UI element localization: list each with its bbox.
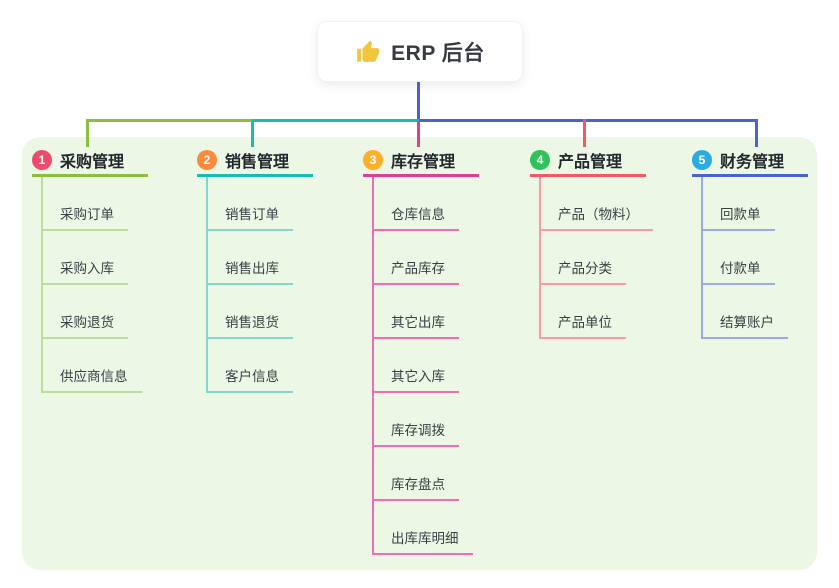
branch-inventory-management: 3 库存管理 仓库信息 产品库存 其它出库 其它入库 库存调拨 库存盘点 出库库… [363, 149, 479, 555]
node-label: 产品库存 [374, 257, 459, 285]
branch-finance-management: 5 财务管理 回款单 付款单 结算账户 [692, 149, 808, 339]
branch-product-management: 4 产品管理 产品（物料） 产品分类 产品单位 [530, 149, 653, 339]
node-customer-info[interactable]: 客户信息 [208, 339, 313, 393]
branch-purchase-management: 1 采购管理 采购订单 采购入库 采购退货 供应商信息 [32, 149, 148, 393]
node-stock-transfer[interactable]: 库存调拨 [374, 393, 479, 447]
branch-header-purchase[interactable]: 1 采购管理 [32, 149, 148, 177]
branch-number-badge: 3 [363, 149, 383, 170]
node-label: 付款单 [703, 257, 775, 285]
branch-number-badge: 4 [530, 149, 550, 170]
thumbs-up-icon [357, 40, 380, 62]
node-receipt-bill[interactable]: 回款单 [703, 177, 808, 231]
branch-items: 仓库信息 产品库存 其它出库 其它入库 库存调拨 库存盘点 出库库明细 [372, 177, 479, 555]
node-label: 销售退货 [208, 311, 293, 339]
node-label: 产品分类 [541, 257, 626, 285]
node-product-stock[interactable]: 产品库存 [374, 231, 479, 285]
branch-number-badge: 5 [692, 149, 712, 170]
node-label: 产品单位 [541, 311, 626, 339]
node-label: 仓库信息 [374, 203, 459, 231]
node-label: 库存调拨 [374, 419, 459, 447]
node-label: 采购订单 [43, 203, 128, 231]
node-label: 出库库明细 [374, 527, 473, 555]
node-label: 其它出库 [374, 311, 459, 339]
node-product-material[interactable]: 产品（物料） [541, 177, 653, 231]
node-warehouse-info[interactable]: 仓库信息 [374, 177, 479, 231]
connector-bus-blue [419, 119, 758, 122]
branch-label: 采购管理 [60, 153, 125, 171]
node-sales-order[interactable]: 销售订单 [208, 177, 313, 231]
branch-items: 产品（物料） 产品分类 产品单位 [539, 177, 653, 339]
branch-sales-management: 2 销售管理 销售订单 销售出库 销售退货 客户信息 [197, 149, 313, 393]
branch-header-sales[interactable]: 2 销售管理 [197, 149, 313, 177]
branch-items: 采购订单 采购入库 采购退货 供应商信息 [41, 177, 148, 393]
branch-label: 库存管理 [391, 153, 456, 171]
branches-background-panel [22, 137, 817, 570]
root-node-title: ERP 后台 [391, 41, 485, 65]
branch-number-badge: 1 [32, 149, 52, 170]
node-label: 客户信息 [208, 365, 293, 393]
connector-bus-green [86, 119, 253, 122]
node-purchase-order[interactable]: 采购订单 [43, 177, 148, 231]
node-label: 采购入库 [43, 257, 128, 285]
node-sales-return[interactable]: 销售退货 [208, 285, 313, 339]
node-product-category[interactable]: 产品分类 [541, 231, 646, 285]
branch-header-finance[interactable]: 5 财务管理 [692, 149, 808, 177]
branch-header-inventory[interactable]: 3 库存管理 [363, 149, 479, 177]
branch-label: 销售管理 [225, 153, 290, 171]
branch-items: 销售订单 销售出库 销售退货 客户信息 [206, 177, 313, 393]
connector-drop-branch5 [755, 119, 758, 147]
node-stock-take[interactable]: 库存盘点 [374, 447, 479, 501]
node-settlement-account[interactable]: 结算账户 [703, 285, 808, 339]
root-node-erp-backend[interactable]: ERP 后台 [317, 21, 523, 82]
node-label: 供应商信息 [43, 365, 142, 393]
node-supplier-info[interactable]: 供应商信息 [43, 339, 148, 393]
branch-items: 回款单 付款单 结算账户 [701, 177, 808, 339]
node-purchase-return[interactable]: 采购退货 [43, 285, 148, 339]
connector-drop-branch1 [86, 119, 89, 147]
node-label: 结算账户 [703, 311, 788, 339]
node-label: 回款单 [703, 203, 775, 231]
branch-label: 产品管理 [558, 153, 623, 171]
connector-bus-teal [253, 119, 419, 122]
node-sales-outbound[interactable]: 销售出库 [208, 231, 313, 285]
branch-number-badge: 2 [197, 149, 217, 170]
node-label: 采购退货 [43, 311, 128, 339]
node-payment-bill[interactable]: 付款单 [703, 231, 808, 285]
connector-drop-branch3 [417, 121, 420, 147]
connector-drop-branch4 [583, 119, 586, 147]
node-label: 销售出库 [208, 257, 293, 285]
branch-label: 财务管理 [720, 153, 785, 171]
node-label: 其它入库 [374, 365, 459, 393]
node-other-inbound[interactable]: 其它入库 [374, 339, 479, 393]
connector-drop-branch2 [251, 119, 254, 147]
branch-header-product[interactable]: 4 产品管理 [530, 149, 646, 177]
node-outbound-detail[interactable]: 出库库明细 [374, 501, 479, 555]
connector-root-drop [417, 82, 420, 121]
node-other-outbound[interactable]: 其它出库 [374, 285, 479, 339]
node-label: 销售订单 [208, 203, 293, 231]
node-label: 产品（物料） [541, 203, 653, 231]
node-label: 库存盘点 [374, 473, 459, 501]
node-product-unit[interactable]: 产品单位 [541, 285, 646, 339]
node-purchase-inbound[interactable]: 采购入库 [43, 231, 148, 285]
